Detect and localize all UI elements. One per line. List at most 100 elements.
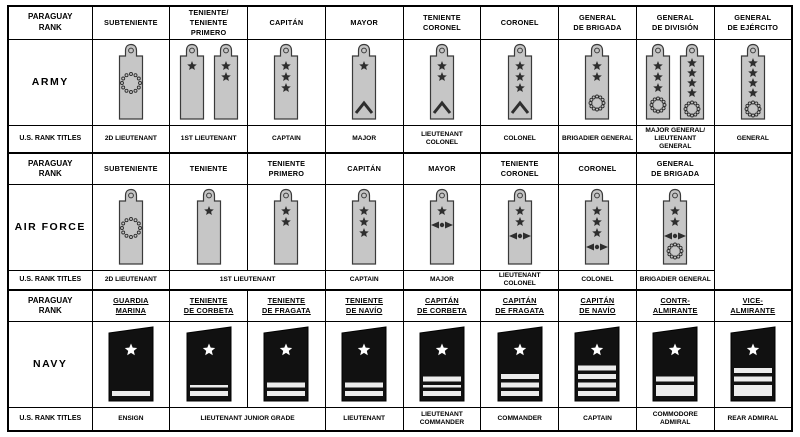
- star-icon: [514, 83, 525, 93]
- wreath-icon: [676, 254, 681, 259]
- wreath-icon: [670, 254, 674, 259]
- wreath-icon: [124, 234, 129, 238]
- us-title-navy-7: REAR ADMIRAL: [713, 406, 793, 432]
- us-title-navy-3: LIEUTENANT COMMANDER: [402, 406, 482, 432]
- wreath-icon: [136, 76, 141, 81]
- star-icon: [592, 61, 603, 71]
- button-icon: [188, 47, 195, 54]
- star-icon: [592, 217, 603, 227]
- wreath-icon: [659, 108, 664, 113]
- star-icon: [202, 343, 215, 356]
- sleeve-stripe: [733, 385, 772, 397]
- wreath-icon: [592, 95, 597, 100]
- star-icon: [748, 78, 758, 88]
- wreath-icon: [133, 234, 138, 238]
- sleeve-stripe: [111, 391, 150, 397]
- wings-icon: [586, 243, 609, 251]
- button-icon: [655, 47, 662, 54]
- wreath-icon: [136, 85, 141, 90]
- wreath-icon: [137, 226, 142, 231]
- wreath-icon: [754, 112, 759, 117]
- us-title-airforce-1: 1ST LIEUTENANT: [169, 269, 326, 291]
- sleeve-stripe: [267, 391, 306, 397]
- wreath-icon: [687, 112, 691, 117]
- shoulder-board-insignia: [663, 189, 688, 265]
- shoulder-board-insignia: [429, 43, 455, 120]
- us-title-navy-4: COMMANDER: [480, 406, 560, 432]
- rank-label-airforce-5: TENIENTE CORONEL: [480, 152, 560, 185]
- rank-label-airforce-3: CAPITÁN: [324, 152, 404, 185]
- us-title-army-7: MAJOR GENERAL/ LIEUTENANT GENERAL: [635, 124, 715, 154]
- rank-label-army-0: SUBTENIENTE: [91, 4, 171, 40]
- rank-label-airforce-6: CORONEL: [558, 152, 637, 185]
- button-icon: [689, 47, 696, 54]
- star-icon: [437, 72, 447, 82]
- us-title-army-3: MAJOR: [324, 124, 404, 154]
- star-icon: [687, 78, 698, 88]
- star-icon: [748, 58, 758, 68]
- sleeve-stripe: [422, 376, 461, 382]
- rank-label-navy-7: CONTR- ALMIRANTE: [635, 289, 715, 322]
- sleeve-stripe: [578, 382, 617, 388]
- insignia-army-6: [558, 38, 637, 126]
- sleeve-stripe: [422, 391, 461, 397]
- wreath-icon: [695, 110, 700, 115]
- sleeve-stripe: [578, 374, 617, 380]
- rank-label-army-6: GENERAL DE BRIGADA: [558, 4, 637, 40]
- insignia-navy-7: [635, 320, 715, 408]
- insignia-airforce-3: [324, 183, 404, 271]
- wreath-icon: [133, 73, 138, 78]
- wreath-icon: [653, 108, 657, 113]
- wreath-icon: [667, 252, 672, 257]
- wreath-icon: [656, 96, 661, 101]
- wreath-icon: [133, 218, 138, 223]
- star-icon: [359, 206, 369, 216]
- rank-label-army-1: TENIENTE/ TENIENTE PRIMERO: [169, 4, 249, 40]
- sleeve-stripe: [733, 368, 772, 374]
- star-icon: [687, 88, 698, 98]
- us-title-airforce-2: CAPTAIN: [324, 269, 404, 291]
- shoulder-board-insignia: [179, 43, 204, 120]
- rank-label-army-4: TENIENTE CORONEL: [402, 4, 482, 40]
- chevron-icon: [355, 100, 374, 114]
- navy-sleeve-insignia: [186, 326, 232, 402]
- wreath-icon: [667, 246, 672, 250]
- us-title-airforce-0: 2D LIEUTENANT: [91, 269, 171, 291]
- us-title-army-5: COLONEL: [480, 124, 560, 154]
- sleeve-stripe: [345, 391, 384, 397]
- wreath-icon: [686, 101, 691, 106]
- us-title-airforce-6: BRIGADIER GENERAL: [635, 269, 715, 291]
- us-title-navy-0: ENSIGN: [91, 406, 171, 432]
- wreath-icon: [756, 110, 761, 115]
- sleeve-stripe: [656, 385, 695, 397]
- insignia-army-5: [480, 38, 560, 126]
- shoulder-board-insignia: [680, 43, 705, 120]
- wreath-icon: [133, 88, 138, 93]
- rank-label-navy-8: VICE- ALMIRANTE: [713, 289, 793, 322]
- paraguay-rank-header-airforce: PARAGUAY RANK: [7, 152, 93, 185]
- wreath-icon: [652, 97, 657, 102]
- button-icon: [749, 47, 756, 54]
- shoulder-board-insignia: [507, 189, 532, 265]
- wreath-icon: [121, 85, 126, 90]
- insignia-airforce-2: [247, 183, 326, 271]
- rank-label-navy-2: TENIENTE DE FRAGATA: [247, 289, 326, 322]
- rank-label-navy-1: TENIENTE DE CORBETA: [169, 289, 249, 322]
- wreath-icon: [598, 95, 603, 100]
- star-icon: [437, 206, 447, 216]
- us-title-army-4: LIEUTENANT COLONEL: [402, 124, 482, 154]
- sleeve-stripe: [733, 376, 772, 382]
- wreath-icon: [756, 103, 761, 108]
- wreath-icon: [137, 81, 142, 85]
- button-icon: [672, 192, 679, 199]
- rank-label-army-7: GENERAL DE DIVISIÓN: [635, 4, 715, 40]
- button-icon: [127, 192, 134, 199]
- sleeve-stripe: [578, 365, 617, 371]
- star-icon: [687, 58, 698, 68]
- button-icon: [439, 192, 445, 199]
- navy-sleeve-insignia: [341, 326, 387, 402]
- rank-label-army-2: CAPITÁN: [247, 4, 326, 40]
- wreath-icon: [650, 106, 655, 111]
- wreath-icon: [690, 100, 695, 105]
